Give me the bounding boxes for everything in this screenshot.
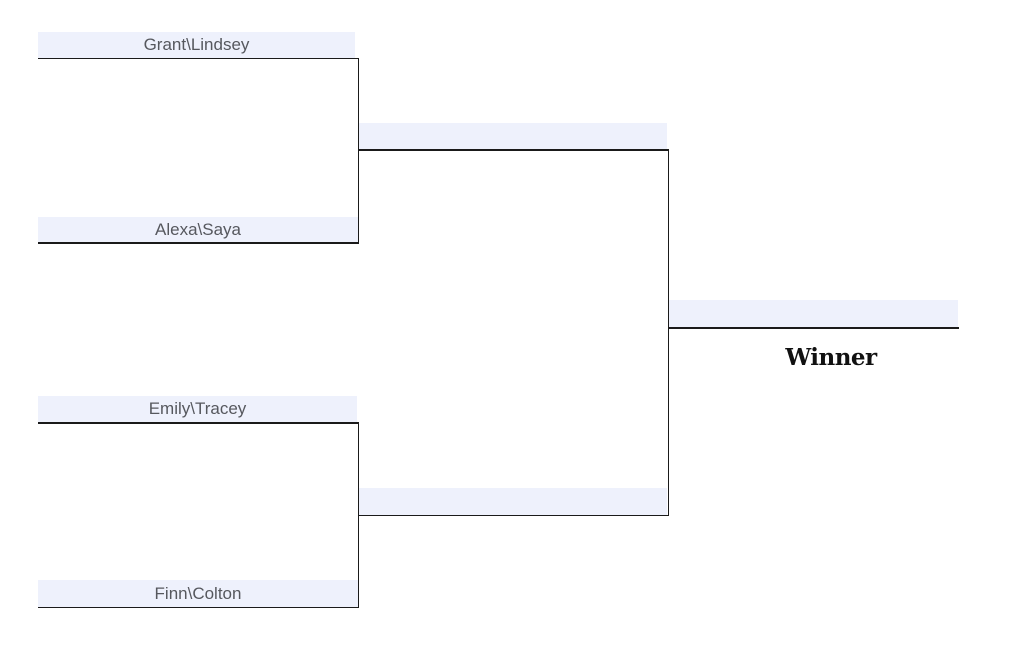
round2-slot-1 [358,123,667,149]
bracket-line [38,422,359,424]
bracket-line [38,57,359,59]
bracket-line [358,514,669,516]
bracket-line [38,242,359,244]
bracket-line [667,149,669,516]
winner-label: Winner [785,344,877,371]
round1-slot-3: Emily\Tracey [38,396,357,422]
round1-slot-2: Alexa\Saya [38,217,358,243]
bracket-line [358,149,669,151]
bracket-line [38,606,359,608]
round1-slot-1: Grant\Lindsey [38,32,355,58]
round2-slot-2 [358,488,667,515]
round1-slot-4: Finn\Colton [38,580,358,607]
final-slot [668,300,958,327]
bracket-line [357,57,359,244]
bracket-line [668,327,959,329]
